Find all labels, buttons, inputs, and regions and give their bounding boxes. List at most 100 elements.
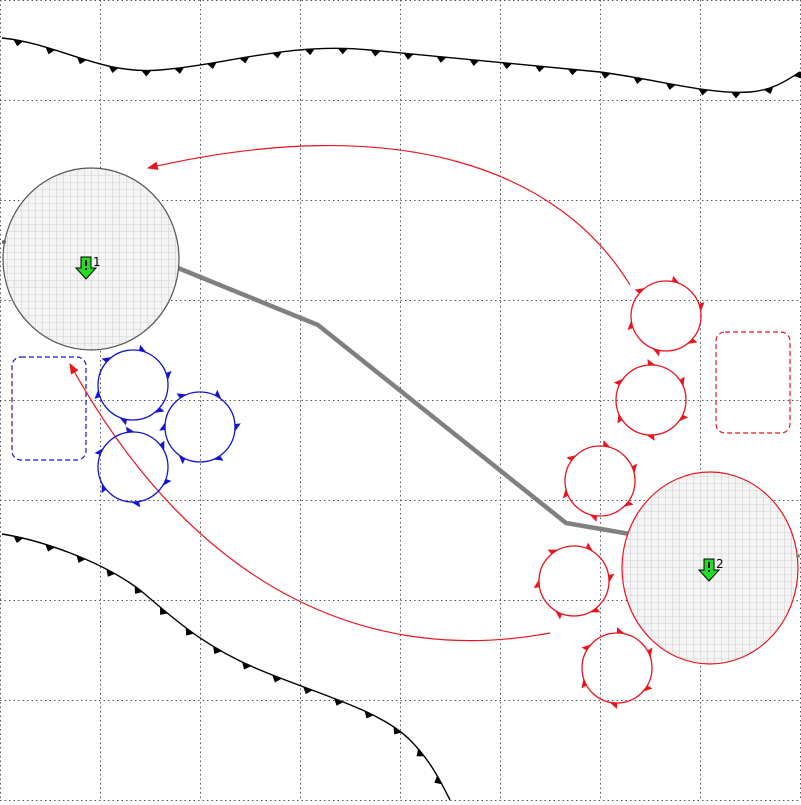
unit-spike (581, 644, 592, 651)
objective-marker-2[interactable]: 2 (697, 557, 724, 582)
unit-spike (647, 359, 657, 366)
unit-spike (139, 344, 147, 353)
unit-spike (165, 370, 172, 381)
unit-spike (623, 501, 634, 508)
cliff-tick (434, 775, 442, 785)
unit-spike (617, 412, 623, 424)
unit-spike (159, 440, 165, 452)
cliff-tick (665, 83, 676, 90)
cliff-tick (213, 646, 222, 655)
unit-spike (672, 275, 680, 284)
unit-spike (608, 573, 615, 583)
unit-spike (652, 348, 660, 357)
red-spawn-zone[interactable] (715, 331, 791, 434)
cliff-tick (239, 56, 250, 64)
cliff-tick (76, 57, 87, 65)
cliff-tick (763, 86, 774, 95)
cliff-tick (731, 92, 742, 99)
red-unit-4[interactable] (533, 542, 615, 620)
unit-spike (678, 414, 689, 422)
cliff-tick (698, 88, 709, 96)
unit-spike (603, 440, 611, 448)
unit-spike (613, 378, 624, 386)
cliff-tick (272, 675, 282, 683)
cliff-tick (502, 62, 513, 70)
unit-ring-icon (630, 280, 702, 352)
cliff-tick (600, 72, 611, 79)
unit-spike (554, 610, 563, 620)
unit-spike (585, 542, 594, 552)
cliff-edge-icon (13, 536, 442, 785)
red-attack-arrow-south (69, 363, 551, 642)
cliff-tick (633, 77, 644, 84)
cliff-edge-top (1, 37, 801, 99)
unit-spike (589, 607, 601, 613)
blue-unit-1[interactable] (94, 344, 172, 426)
cliff-tick (370, 50, 381, 57)
unit-spike (645, 434, 655, 441)
unit-spike (131, 501, 141, 508)
blue-team-units (94, 344, 241, 508)
cliff-tick (337, 48, 348, 55)
unit-spike (101, 482, 107, 494)
cliff-tick (334, 698, 344, 706)
unit-spike (162, 478, 172, 487)
cliff-edge-icon (13, 39, 801, 99)
unit-spike (101, 357, 113, 363)
cliff-tick (364, 710, 374, 719)
objective-label: 2 (716, 557, 724, 571)
cliff-tick (13, 536, 24, 543)
unit-spike (176, 393, 188, 399)
cliff-tick (393, 726, 402, 735)
unit-spike (533, 579, 540, 589)
cliff-tick (436, 56, 447, 63)
cliff-tick (534, 65, 545, 73)
red-team-units (533, 275, 705, 709)
cliff-tick (206, 62, 217, 70)
unit-spike (94, 447, 104, 456)
cliff-tick (160, 607, 168, 615)
cliff-tick (141, 70, 152, 77)
unit-spike (679, 376, 685, 388)
cliff-tick (242, 662, 252, 670)
cliff-tick (303, 686, 313, 695)
blue-unit-3[interactable] (94, 426, 172, 508)
blue-spawn-zone[interactable] (11, 356, 87, 461)
unit-spike (634, 288, 646, 294)
unit-spike (562, 488, 569, 499)
unit-spike (627, 320, 634, 331)
unit-spike (547, 549, 559, 555)
cliff-tick (13, 39, 24, 47)
unit-spike (94, 389, 101, 400)
unit-spike (581, 678, 587, 689)
cliff-tick (185, 627, 194, 636)
route-path (177, 265, 631, 537)
unit-spike (642, 685, 653, 692)
unit-spike (647, 647, 653, 658)
red-unit-1[interactable] (627, 275, 705, 357)
red-unit-2[interactable] (613, 359, 689, 441)
unit-spike (214, 389, 222, 400)
red-unit-3[interactable] (562, 440, 638, 522)
cliff-tick (106, 569, 116, 577)
unit-spike (566, 454, 577, 461)
unit-spike (153, 407, 165, 413)
cliff-tick (45, 544, 55, 552)
cliff-tick (76, 555, 86, 563)
unit-spike (617, 627, 625, 634)
unit-ring-icon (564, 445, 636, 517)
cliff-tick (416, 748, 425, 757)
cliff-tick (793, 71, 801, 79)
cliff-tick (174, 67, 185, 74)
cliff-tick (108, 66, 119, 73)
cliff-tick (272, 51, 282, 59)
cliff-tick (134, 586, 143, 594)
red-unit-5[interactable] (581, 627, 653, 709)
unit-ring-icon (97, 349, 169, 421)
unit-spike (631, 463, 638, 474)
unit-spike (212, 455, 224, 461)
unit-spike (119, 417, 127, 426)
objective-marker-1[interactable]: 1 (74, 255, 101, 280)
